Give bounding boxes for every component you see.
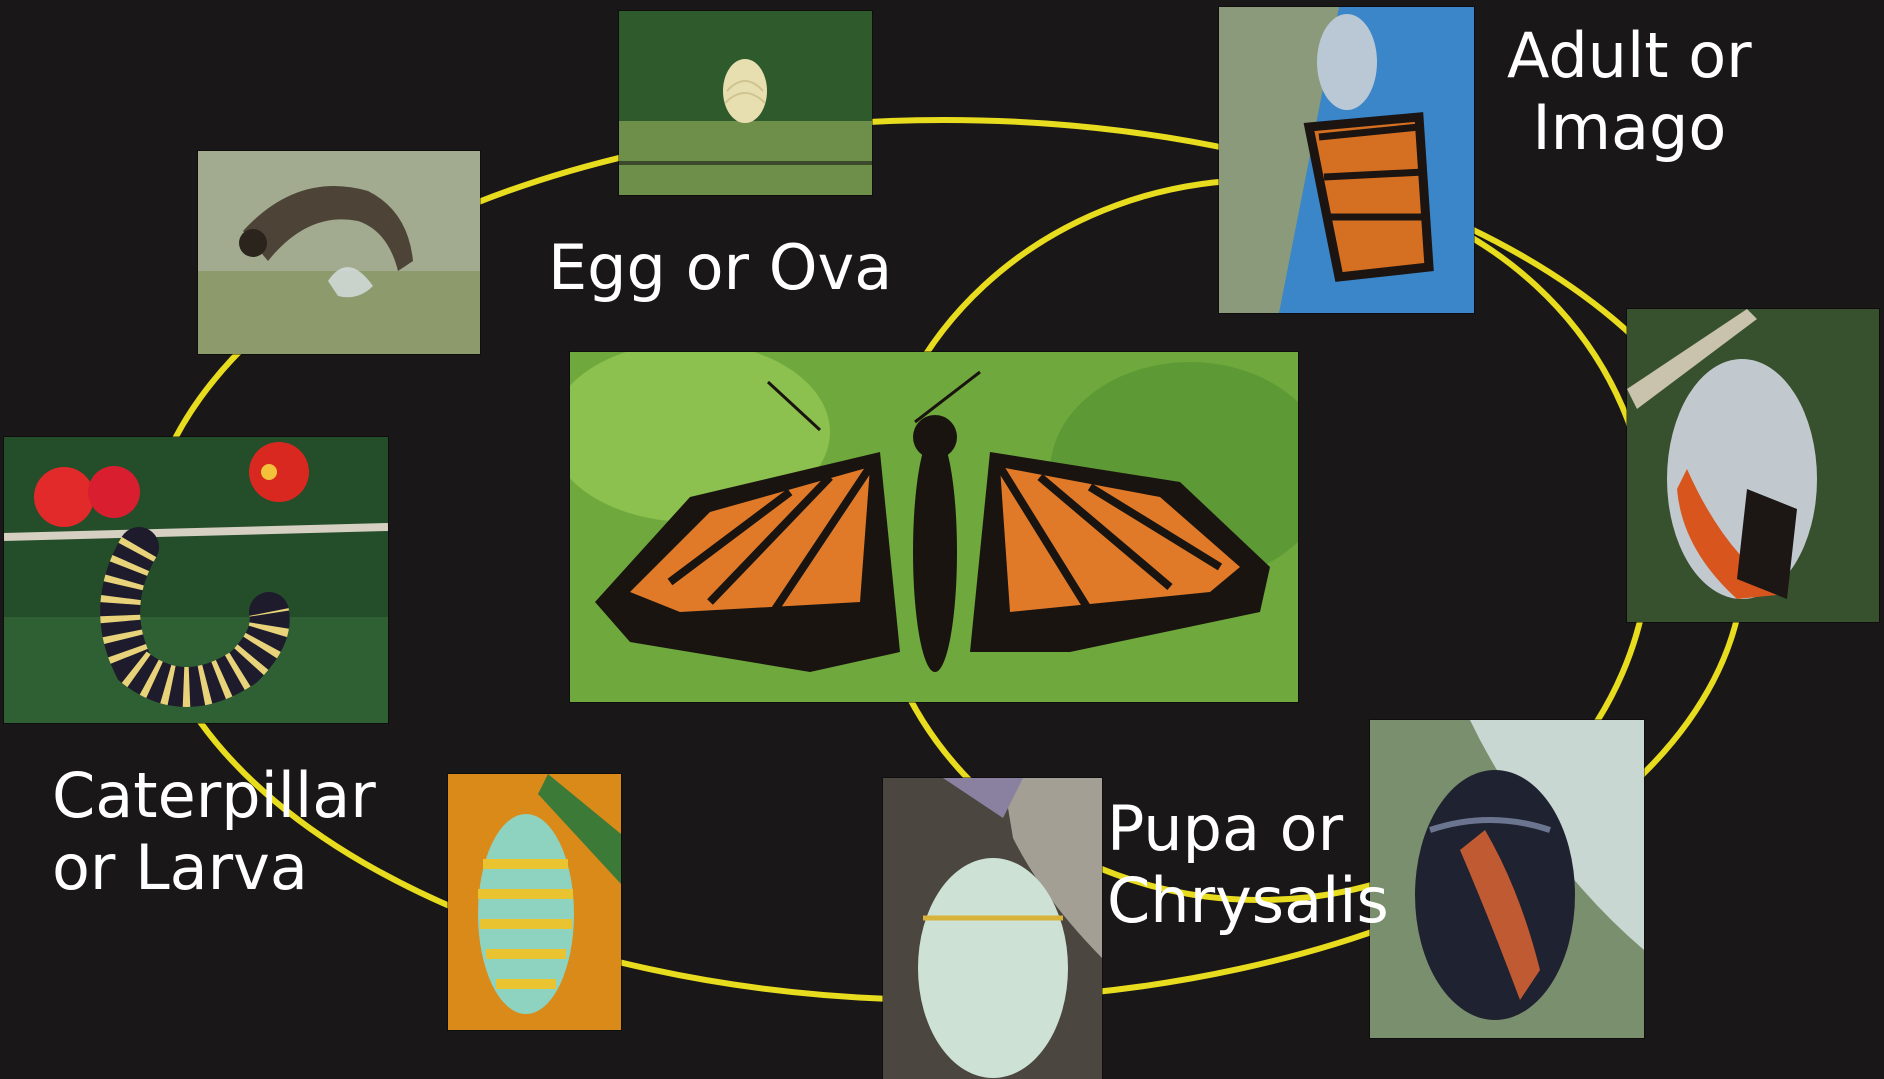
green-chrysalis-photo xyxy=(448,774,621,1030)
pale-chrysalis-photo xyxy=(883,778,1102,1079)
pupa-label-line1: Pupa or xyxy=(1107,793,1389,865)
late-chrysalis-photo xyxy=(1627,309,1879,622)
caterpillar-label: Caterpillar or Larva xyxy=(52,760,376,904)
hatching-larva-photo xyxy=(198,151,480,354)
caterpillar-label-line1: Caterpillar xyxy=(52,760,376,832)
adult-monarch-photo xyxy=(570,352,1298,702)
egg-label-text: Egg or Ova xyxy=(548,232,892,304)
adult-emerging-photo xyxy=(1219,7,1474,313)
adult-label-line1: Adult or xyxy=(1507,20,1752,92)
egg-photo xyxy=(619,11,872,195)
pupa-label-line2: Chrysalis xyxy=(1107,865,1389,937)
pupa-label: Pupa or Chrysalis xyxy=(1107,793,1389,937)
caterpillar-label-line2: or Larva xyxy=(52,832,376,904)
caterpillar-photo xyxy=(4,437,388,723)
adult-label-line2: Imago xyxy=(1507,92,1752,164)
adult-label: Adult or Imago xyxy=(1507,20,1752,164)
egg-label: Egg or Ova xyxy=(548,232,892,304)
dark-chrysalis-photo xyxy=(1370,720,1644,1038)
